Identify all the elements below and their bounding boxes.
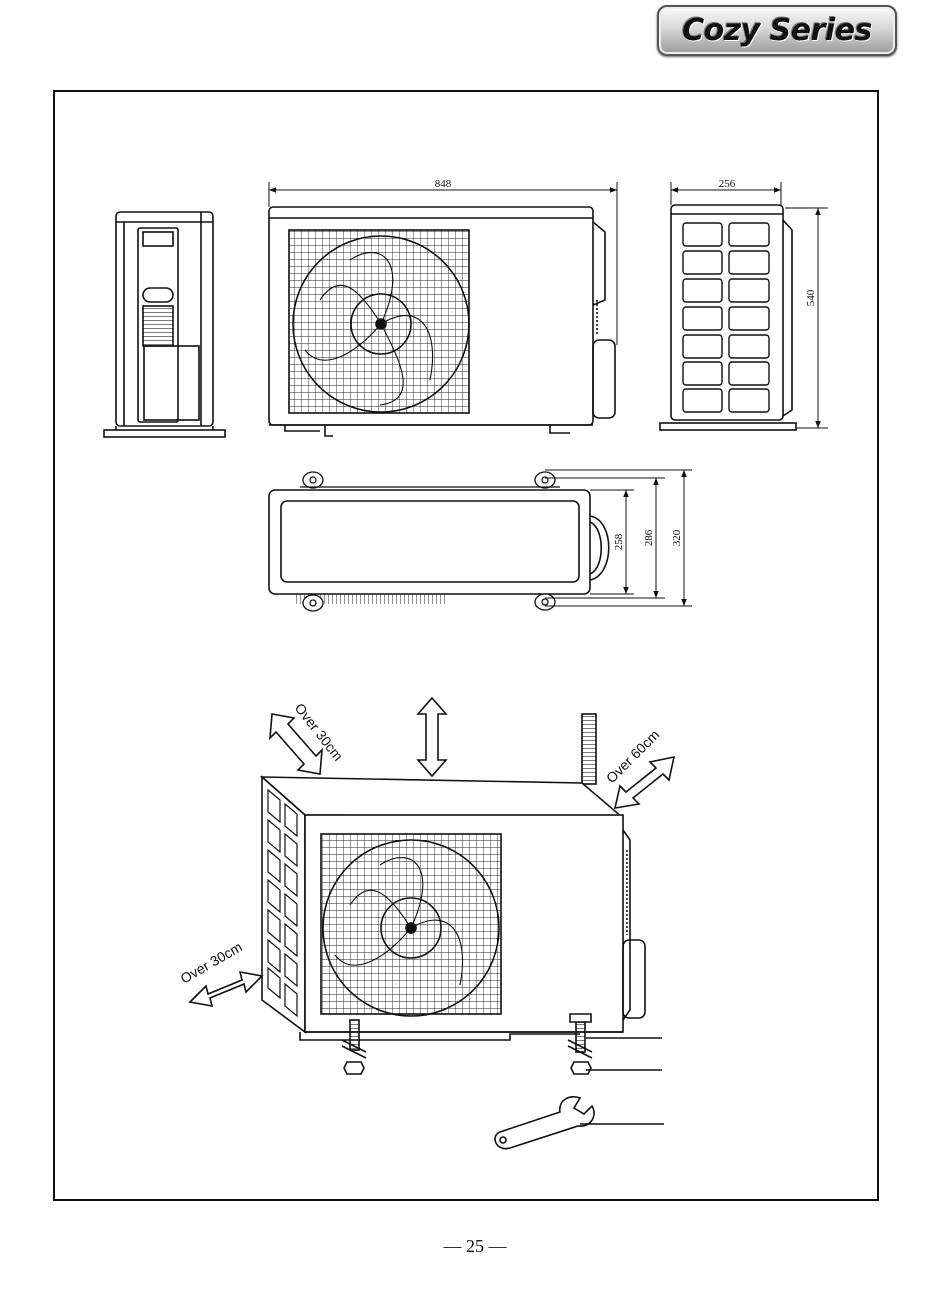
mount-mid-label: 286 <box>643 529 655 546</box>
coil-side-view <box>660 205 796 430</box>
depth-dimension: 256 <box>671 178 781 205</box>
mount-inner-label: 258 <box>613 533 625 550</box>
clearance-arrow-top <box>418 698 446 776</box>
clearance-left-front-label: Over 30cm <box>178 939 245 987</box>
top-view <box>269 472 609 611</box>
front-view <box>269 207 615 436</box>
mount-outer-label: 320 <box>671 529 683 546</box>
width-label: 848 <box>435 178 452 190</box>
depth-label: 256 <box>719 178 736 190</box>
page-number: — 25 — <box>0 1236 950 1257</box>
height-label: 540 <box>805 289 817 306</box>
side-view <box>104 212 225 437</box>
installation-perspective <box>262 714 664 1149</box>
